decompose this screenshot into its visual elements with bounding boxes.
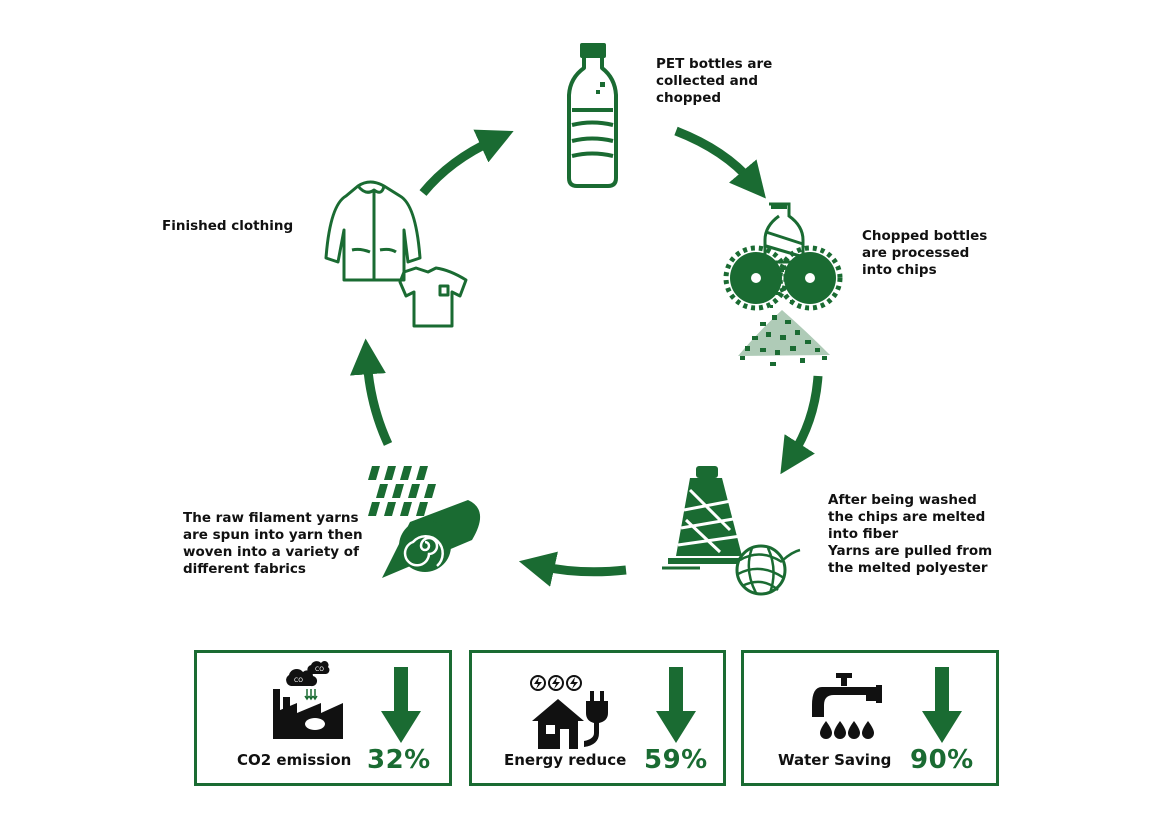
stat-box-co2: CO CO CO2 emission 32%	[194, 650, 452, 786]
arrow-fabric-to-clothing	[350, 338, 393, 446]
yarn-spool-icon	[662, 466, 801, 596]
faucet-icon	[812, 673, 882, 739]
house-plug-icon	[530, 675, 608, 749]
stat-label: CO2 emission	[237, 751, 352, 769]
factory-icon: CO CO	[273, 660, 343, 739]
step-1-text: PET bottles are collected and chopped	[656, 56, 773, 106]
shredder-icon	[723, 202, 843, 366]
stat-label: Energy reduce	[504, 751, 627, 769]
step-3-text: After being washed the chips are melted …	[828, 492, 993, 576]
clothing-icon	[324, 180, 468, 328]
arrow-down-icon	[656, 667, 696, 743]
plastic-chips-pile	[738, 310, 830, 366]
arrow-chips-to-yarn	[780, 375, 823, 475]
svg-text:CO: CO	[294, 677, 303, 684]
stat-value: 59%	[644, 745, 708, 775]
woven-pattern	[368, 466, 436, 516]
bottle-icon	[567, 43, 618, 188]
cycle-arrows	[350, 126, 823, 587]
stat-value: 90%	[910, 745, 974, 775]
stat-box-energy: Energy reduce 59%	[469, 650, 726, 786]
step-4-text: The raw filament yarns are spun into yar…	[183, 510, 363, 577]
arrow-down-icon	[381, 667, 421, 743]
arrow-bottle-to-chips	[674, 126, 766, 199]
fabric-roll-icon	[368, 466, 481, 578]
stat-label: Water Saving	[778, 751, 892, 769]
step-2-text: Chopped bottles are processed into chips	[862, 228, 988, 278]
arrow-down-icon	[922, 667, 962, 743]
arrow-yarn-to-fabric	[518, 551, 627, 587]
arrow-clothing-to-bottle	[419, 129, 514, 196]
step-5-text: Finished clothing	[162, 218, 294, 234]
svg-text:CO: CO	[315, 666, 324, 673]
stat-box-water: Water Saving 90%	[741, 650, 999, 786]
stat-value: 32%	[367, 745, 431, 775]
